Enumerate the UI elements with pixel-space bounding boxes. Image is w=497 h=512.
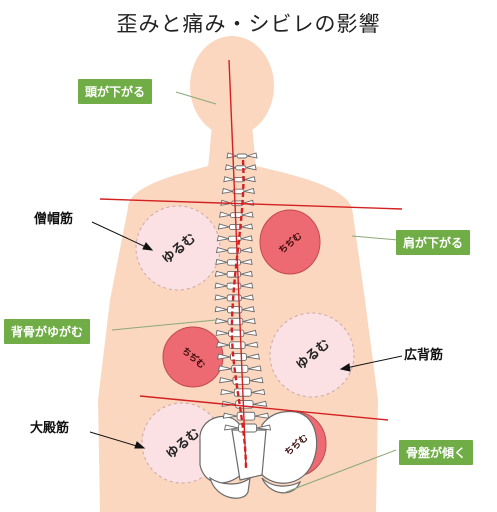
pelvis (199, 410, 318, 499)
vertebra (223, 176, 256, 183)
vertebra (221, 187, 255, 195)
page-title: 歪みと痛み・シビレの影響 (116, 12, 381, 36)
label-latissimus: 広背筋 (404, 348, 444, 363)
leader-lines (111, 91, 399, 493)
pelvis-line (139, 395, 389, 421)
label-trapezius: 僧帽筋 (34, 212, 74, 227)
vertebra (217, 353, 260, 361)
tilt-lines (99, 59, 403, 471)
vertebra (224, 164, 257, 171)
vertebra (214, 306, 255, 314)
vertebra (214, 294, 254, 302)
latissimus-circle (269, 312, 355, 398)
tag-shoulder: 肩が下がる (396, 230, 471, 255)
vertebra (218, 211, 254, 219)
tag-back: 背骨がゆがむ (4, 319, 91, 344)
vertebra (222, 411, 270, 421)
tag-pelvis: 骨盤が傾く (399, 440, 474, 465)
tag-head: 頭が下がる (78, 79, 153, 104)
shoulder-line (99, 198, 403, 210)
vertebra (216, 235, 253, 242)
spine-curve-line (230, 159, 248, 471)
label-gluteus: 大殿筋 (30, 421, 70, 436)
vertebra (214, 282, 254, 290)
muscle-pointers (89, 221, 403, 449)
tight-upper-right (259, 209, 321, 275)
vertebra (214, 317, 256, 326)
vertebra (226, 152, 258, 159)
